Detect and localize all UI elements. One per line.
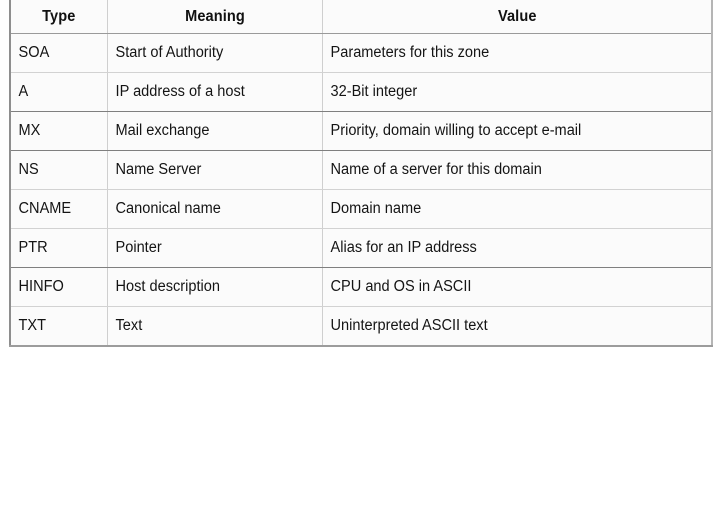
cell-value-text: Parameters for this zone: [330, 44, 489, 61]
cell-type: PTR: [9, 228, 108, 268]
table-row: SOA Start of Authority Parameters for th…: [9, 33, 713, 73]
cell-meaning-text: Text: [115, 317, 142, 334]
cell-type-text: PTR: [18, 239, 48, 256]
cell-value-text: Name of a server for this domain: [330, 161, 542, 178]
cell-value: Priority, domain willing to accept e-mai…: [321, 111, 713, 151]
table-body: SOA Start of Authority Parameters for th…: [9, 33, 713, 347]
cell-value: Name of a server for this domain: [321, 150, 713, 190]
table-row: PTR Pointer Alias for an IP address: [9, 228, 713, 268]
cell-meaning-text: Host description: [115, 278, 220, 295]
cell-type-text: SOA: [18, 44, 50, 61]
cell-meaning: Canonical name: [106, 189, 323, 229]
cell-meaning: Mail exchange: [106, 111, 323, 151]
column-header-value: Value: [321, 0, 713, 34]
column-header-meaning-label: Meaning: [184, 7, 245, 25]
cell-type: CNAME: [9, 189, 108, 229]
cell-type-text: TXT: [18, 317, 47, 334]
column-header-type: Type: [9, 0, 108, 34]
cell-type-text: HINFO: [18, 278, 64, 295]
cell-value-text: CPU and OS in ASCII: [330, 278, 471, 295]
cell-meaning: Name Server: [106, 150, 323, 190]
cell-value: Alias for an IP address: [321, 228, 713, 268]
table-row: A IP address of a host 32-Bit integer: [9, 72, 713, 112]
table-row: MX Mail exchange Priority, domain willin…: [9, 111, 713, 151]
table-row: TXT Text Uninterpreted ASCII text: [9, 306, 713, 347]
cell-type-text: CNAME: [18, 200, 72, 217]
cell-type: NS: [9, 150, 108, 190]
column-header-value-label: Value: [497, 7, 537, 25]
cell-type: A: [9, 72, 108, 112]
column-header-meaning: Meaning: [106, 0, 323, 34]
cell-type: MX: [9, 111, 108, 151]
cell-value-text: Priority, domain willing to accept e-mai…: [330, 122, 581, 139]
cell-meaning-text: IP address of a host: [115, 83, 245, 100]
cell-type-text: A: [18, 83, 29, 100]
table-header-row: Type Meaning Value: [9, 0, 713, 34]
cell-type-text: MX: [18, 122, 41, 139]
cell-type: HINFO: [9, 267, 108, 307]
cell-meaning-text: Pointer: [115, 239, 162, 256]
cell-value: Uninterpreted ASCII text: [321, 306, 713, 347]
cell-meaning-text: Mail exchange: [115, 122, 209, 139]
cell-type-text: NS: [18, 161, 39, 178]
cell-meaning: Start of Authority: [106, 33, 323, 73]
table-row: NS Name Server Name of a server for this…: [9, 150, 713, 190]
cell-value: 32-Bit integer: [321, 72, 713, 112]
table-row: HINFO Host description CPU and OS in ASC…: [9, 267, 713, 307]
cell-meaning: IP address of a host: [106, 72, 323, 112]
cell-value: Domain name: [321, 189, 713, 229]
cell-type: TXT: [9, 306, 108, 347]
cell-value-text: 32-Bit integer: [330, 83, 417, 100]
cell-meaning: Host description: [106, 267, 323, 307]
cell-meaning-text: Start of Authority: [115, 44, 223, 61]
cell-value-text: Alias for an IP address: [330, 239, 477, 256]
cell-value: Parameters for this zone: [321, 33, 713, 73]
cell-value-text: Uninterpreted ASCII text: [330, 317, 488, 334]
cell-value: CPU and OS in ASCII: [321, 267, 713, 307]
cell-meaning: Pointer: [106, 228, 323, 268]
cell-meaning-text: Name Server: [115, 161, 201, 178]
cell-type: SOA: [9, 33, 108, 73]
cell-value-text: Domain name: [330, 200, 421, 217]
table-header: Type Meaning Value: [9, 0, 713, 34]
dns-resource-record-table-wrapper: Type Meaning Value SOA Start of Authorit…: [9, 0, 713, 347]
column-header-type-label: Type: [42, 7, 76, 25]
table-row: CNAME Canonical name Domain name: [9, 189, 713, 229]
dns-resource-record-table: Type Meaning Value SOA Start of Authorit…: [9, 0, 713, 347]
cell-meaning: Text: [106, 306, 323, 347]
cell-meaning-text: Canonical name: [115, 200, 221, 217]
